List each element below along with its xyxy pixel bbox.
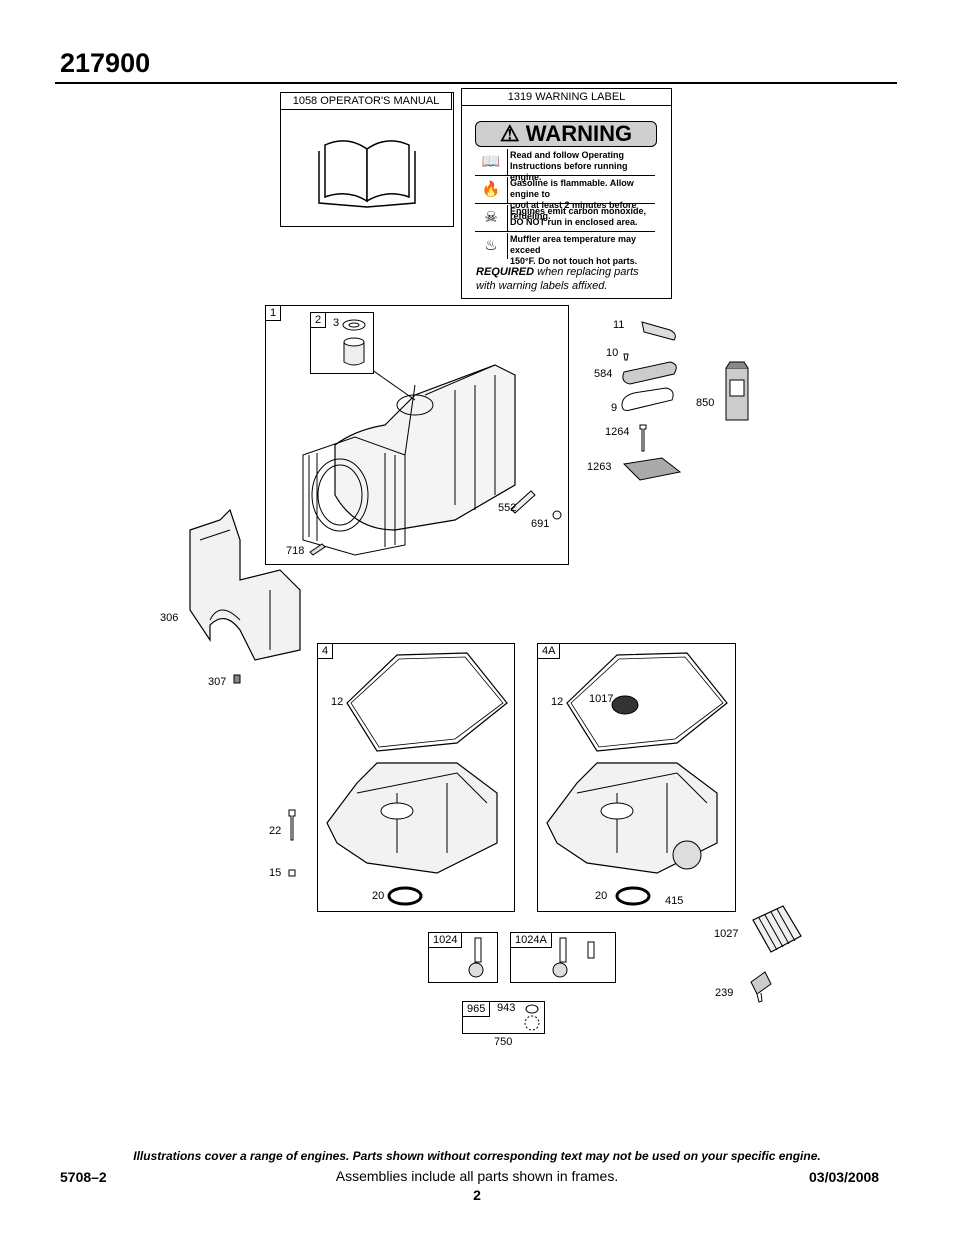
- part-label: 691: [531, 518, 550, 530]
- warning-row: ☠ Engines emit carbon monoxide,DO NOT ru…: [475, 205, 655, 232]
- part-label: 20: [595, 890, 608, 902]
- part-label: 718: [286, 545, 305, 557]
- dowel-pin-icon: [510, 490, 562, 520]
- part-label: 1264: [605, 426, 630, 438]
- part-label: 943: [497, 1002, 516, 1014]
- part-label: 22: [269, 825, 282, 837]
- frame-label: 1024: [429, 933, 463, 948]
- part-label: 15: [269, 867, 282, 879]
- footer-note: Illustrations cover a range of engines. …: [133, 1149, 821, 1163]
- part-label: 1027: [714, 928, 739, 940]
- date: 03/03/2008: [809, 1169, 880, 1185]
- warning-label-frame: 1319 WARNING LABEL ⚠ WARNING 📖 Read and …: [461, 88, 672, 299]
- part-label: 239: [715, 987, 734, 999]
- part-label: 11: [613, 319, 625, 331]
- part-label: 9: [611, 402, 618, 414]
- frame-label: 1024A: [511, 933, 552, 948]
- warning-triangle-icon: ⚠: [499, 121, 526, 146]
- frame-label: 2: [311, 313, 327, 328]
- warning-label-header: 1319 WARNING LABEL: [462, 89, 671, 106]
- page-number: 2: [473, 1187, 481, 1203]
- part-label: 10: [606, 347, 619, 359]
- sump-illustration: [326, 652, 508, 906]
- part-label: 584: [594, 368, 613, 380]
- operators-manual-frame: 1058 OPERATOR'S MANUAL: [280, 92, 454, 227]
- book-icon: 📖: [475, 149, 508, 175]
- operators-manual-label: 1058 OPERATOR'S MANUAL: [281, 93, 452, 110]
- part-label: 3: [333, 317, 340, 329]
- title-rule: [55, 82, 897, 84]
- part-label: 306: [160, 612, 179, 624]
- frame-label: 4: [318, 644, 334, 659]
- part-label: 415: [665, 895, 684, 907]
- sleeve-icon: [342, 319, 366, 366]
- frame-1024: 1024: [428, 932, 498, 983]
- frame-965: 965: [462, 1001, 545, 1034]
- part-label: 307: [208, 676, 227, 688]
- page-title: 217900: [60, 48, 151, 78]
- sump-4a-illustration: [546, 652, 728, 906]
- gear-shaft-icon: [468, 937, 484, 978]
- part-label: 20: [372, 890, 385, 902]
- warning-heading: ⚠ WARNING: [475, 121, 657, 147]
- frame-label: 965: [463, 1002, 491, 1017]
- person-icon: ☠: [475, 205, 508, 231]
- part-label: 552: [498, 502, 517, 514]
- cylinder-shield-illustration: [189, 508, 301, 684]
- plug-icon: [309, 543, 326, 556]
- frame-label: 1: [266, 306, 282, 321]
- part-label: 1017: [589, 693, 614, 705]
- part-label: 12: [551, 696, 564, 708]
- gear-shaft-icon: [552, 937, 595, 978]
- frame-label: 4A: [538, 644, 561, 659]
- cylinder-illustration: [302, 364, 516, 556]
- part-label: 850: [696, 397, 715, 409]
- assemblies-note: Assemblies include all parts shown in fr…: [335, 1168, 619, 1184]
- flame-icon: 🔥: [475, 177, 508, 203]
- part-label: 750: [494, 1036, 513, 1048]
- misc-parts-illustration: [621, 321, 749, 481]
- bolt-icon: [288, 809, 296, 877]
- doc-number: 5708–2: [60, 1169, 107, 1185]
- oil-filter-illustration: [750, 905, 802, 1003]
- book-icon: [318, 140, 416, 208]
- warning-row: 🔥 Gasoline is flammable. Allow engine to…: [475, 177, 655, 221]
- hot-surface-icon: ♨: [475, 233, 508, 259]
- part-label: 1263: [587, 461, 612, 473]
- gasket-icon: [524, 1004, 540, 1031]
- part-label: 12: [331, 696, 344, 708]
